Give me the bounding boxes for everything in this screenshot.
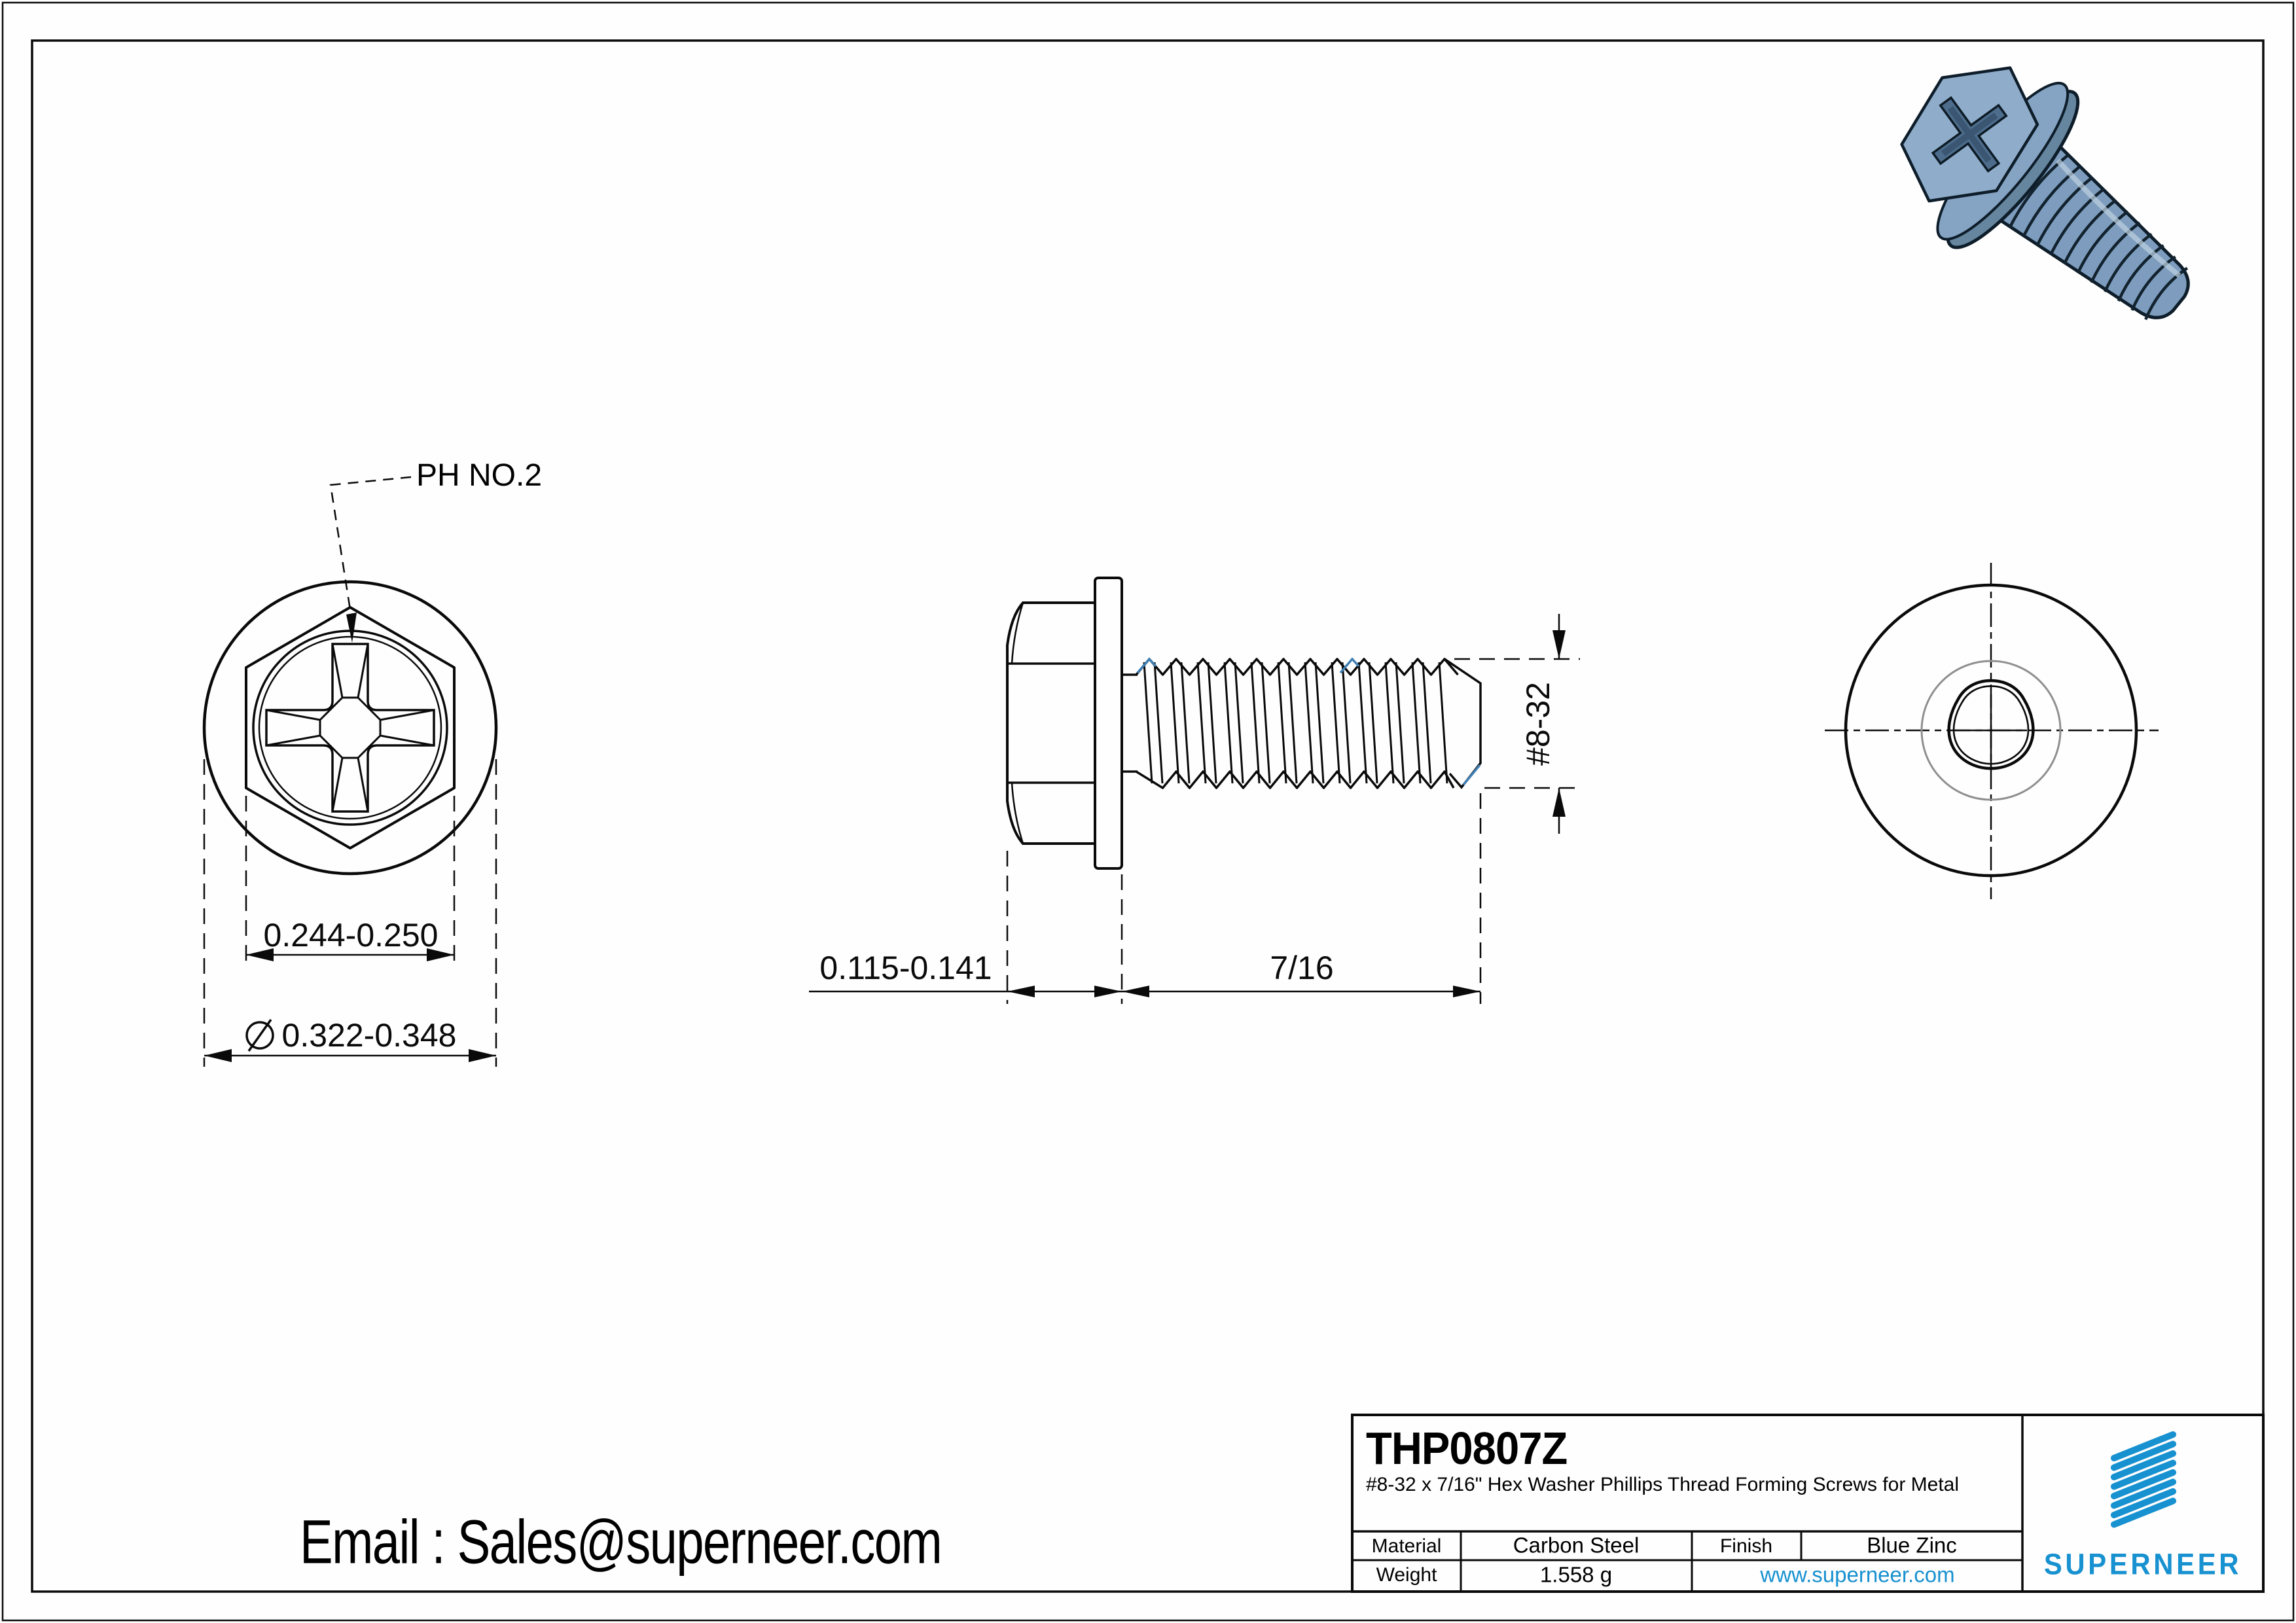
- front-view: [202, 476, 498, 1067]
- part-number: THP0807Z: [1366, 1423, 1568, 1474]
- washer-diameter-dimension-text: 0.322-0.348: [281, 1017, 457, 1054]
- head-height-dimension-text: 0.115-0.141: [819, 950, 992, 986]
- end-view: [1825, 563, 2159, 899]
- material-value: Carbon Steel: [1513, 1533, 1640, 1558]
- website-link[interactable]: www.superneer.com: [1760, 1562, 1955, 1587]
- end-view-washer-circle: [1844, 583, 2138, 878]
- finish-value: Blue Zinc: [1867, 1533, 1957, 1558]
- phillips-drive-3d-icon: [1931, 96, 2008, 173]
- thread-size-dimension-text: #8-32: [1520, 682, 1556, 766]
- contact-email: Email : Sales@superneer.com: [300, 1507, 942, 1577]
- part-description: #8-32 x 7/16" Hex Washer Phillips Thread…: [1366, 1474, 1960, 1495]
- washer-flange-profile: [1094, 577, 1123, 870]
- superneer-logo-icon: [2111, 1431, 2176, 1528]
- diameter-symbol-icon: [245, 1018, 274, 1052]
- hex-outline: [245, 606, 456, 849]
- hex-head-profile: [1006, 601, 1096, 845]
- side-view: [809, 577, 1580, 1004]
- thread-tip: [1444, 658, 1482, 789]
- material-label: Material: [1371, 1535, 1442, 1557]
- thread-accent-marks: [1136, 657, 1481, 786]
- front-dimensions: [203, 759, 497, 1067]
- thread-size-dimension: [1454, 614, 1580, 834]
- length-dimensions: [809, 793, 1482, 1004]
- title-block-lines: [1351, 1414, 2265, 1593]
- trilobe-cross-section: [1947, 679, 2035, 770]
- finish-label: Finish: [1719, 1535, 1773, 1557]
- brand-name: SUPERNEER: [2043, 1547, 2242, 1581]
- drive-leader-line: [329, 476, 412, 643]
- thread-profile: [1135, 658, 1482, 789]
- end-view-thread-circle: [1920, 660, 2062, 801]
- weight-label: Weight: [1376, 1564, 1437, 1586]
- drive-callout-label: PH NO.2: [416, 458, 543, 493]
- hex-width-dimension-text: 0.244-0.250: [263, 917, 439, 954]
- phillips-recess-icon: [265, 643, 435, 813]
- washer-outline-circle: [202, 580, 498, 876]
- thread-length-dimension-text: 7/16: [1270, 950, 1334, 986]
- screw-3d-render: [1900, 66, 2190, 321]
- weight-value: 1.558 g: [1539, 1562, 1613, 1587]
